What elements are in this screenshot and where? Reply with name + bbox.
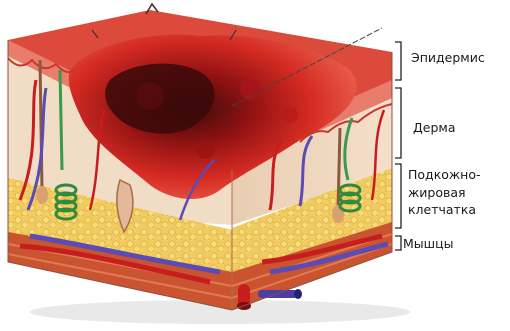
label-muscle: Мышцы bbox=[403, 236, 453, 251]
vein-cut bbox=[258, 290, 298, 298]
label-subcutaneous-line-2: жировая bbox=[408, 184, 480, 202]
label-subcutaneous-fat: Подкожно- жировая клетчатка bbox=[408, 166, 480, 219]
layer-brackets bbox=[395, 42, 401, 250]
label-subcutaneous-line-1: Подкожно- bbox=[408, 166, 480, 184]
sweat-gland bbox=[60, 70, 62, 170]
bracket-epidermis bbox=[395, 42, 401, 80]
label-subcutaneous-line-3: клетчатка bbox=[408, 201, 480, 219]
bracket-muscle bbox=[395, 236, 401, 250]
bracket-subcutaneous bbox=[395, 164, 401, 228]
label-epidermis: Эпидермис bbox=[411, 50, 485, 65]
label-dermis: Дерма bbox=[413, 120, 455, 135]
bracket-dermis bbox=[395, 88, 401, 158]
